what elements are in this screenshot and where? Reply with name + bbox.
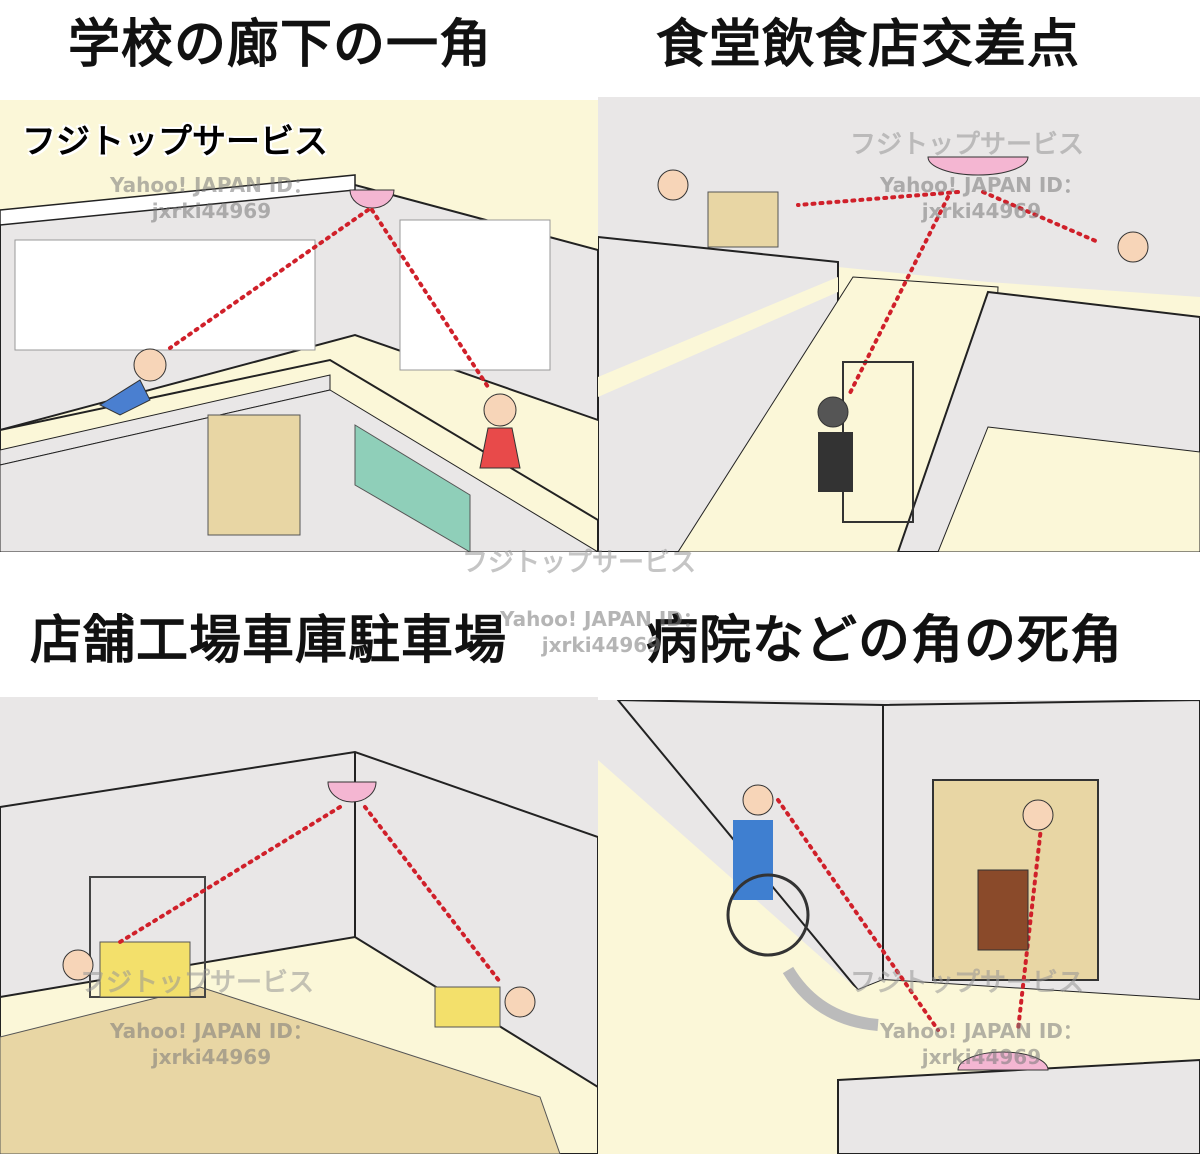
watermark-brand: フジトップサービス bbox=[462, 548, 697, 578]
watermark-id-value: jxrki44969 bbox=[921, 199, 1042, 223]
title-hospital: 病院などの角の死角 bbox=[646, 611, 1124, 671]
hospital-illustration bbox=[598, 700, 1200, 1154]
watermark-id-value: jxrki44969 bbox=[541, 633, 662, 657]
title-warehouse: 店舗工場車庫駐車場 bbox=[30, 611, 508, 671]
watermark-brand: フジトップサービス bbox=[850, 968, 1085, 998]
watermark-id-label: Yahoo! JAPAN ID： bbox=[880, 173, 1083, 197]
watermark-id-value: jxrki44969 bbox=[921, 1045, 1042, 1069]
panel-cafeteria bbox=[598, 97, 1200, 552]
title-school: 学校の廊下の一角 bbox=[68, 15, 493, 75]
title-cafeteria: 食堂飲食店交差点 bbox=[656, 15, 1081, 75]
watermark-id-label: Yahoo! JAPAN ID： bbox=[110, 1019, 313, 1043]
warehouse-illustration bbox=[0, 750, 598, 1154]
watermark-id-value: jxrki44969 bbox=[151, 1045, 272, 1069]
school-illustration bbox=[0, 174, 598, 552]
panel-warehouse bbox=[0, 697, 598, 1154]
watermark-id: Yahoo! JAPAN ID：jxrki44969 bbox=[110, 172, 313, 224]
watermark-id: Yahoo! JAPAN ID：jxrki44969 bbox=[880, 1018, 1083, 1070]
watermark-id: Yahoo! JAPAN ID：jxrki44969 bbox=[110, 1018, 313, 1070]
watermark-id-label: Yahoo! JAPAN ID： bbox=[110, 173, 313, 197]
watermark-id: Yahoo! JAPAN ID：jxrki44969 bbox=[500, 606, 703, 658]
watermark-id-label: Yahoo! JAPAN ID： bbox=[500, 607, 703, 631]
watermark-brand: フジトップサービス bbox=[850, 130, 1085, 160]
watermark-id-value: jxrki44969 bbox=[151, 199, 272, 223]
panel-hospital bbox=[598, 700, 1200, 1154]
watermark-id: Yahoo! JAPAN ID：jxrki44969 bbox=[880, 172, 1083, 224]
brand-logo: フジトップサービス bbox=[22, 122, 328, 162]
watermark-brand: フジトップサービス bbox=[80, 968, 315, 998]
panel-school-corridor bbox=[0, 100, 598, 552]
watermark-id-label: Yahoo! JAPAN ID： bbox=[880, 1019, 1083, 1043]
cafeteria-illustration bbox=[598, 97, 1200, 552]
